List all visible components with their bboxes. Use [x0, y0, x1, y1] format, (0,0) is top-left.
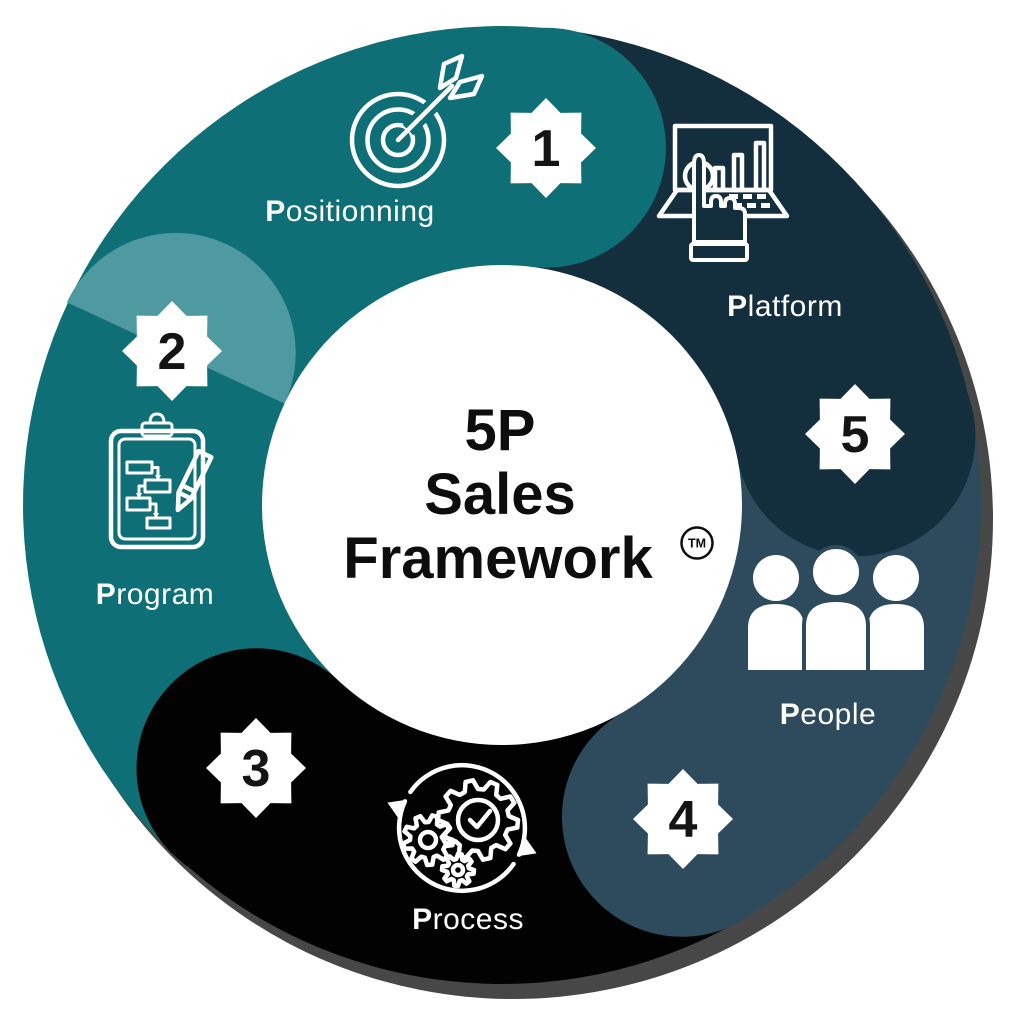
- gear-small: [439, 851, 477, 889]
- label-positionning: Positionning: [265, 195, 434, 228]
- badge-2: 2: [122, 301, 222, 401]
- keyboard-keys: [729, 194, 770, 208]
- pointing-hand: [689, 153, 749, 262]
- title-line-3: Framework: [343, 526, 653, 591]
- people-group-icon: [748, 545, 924, 674]
- trademark-symbol: TM: [680, 526, 714, 560]
- badge-4-number: 4: [669, 791, 698, 849]
- title-line-1: 5P: [465, 398, 536, 463]
- pencil: [175, 448, 214, 513]
- badge-2-number: 2: [158, 323, 187, 381]
- label-platform: Platform: [727, 290, 843, 323]
- badge-1-number: 1: [532, 120, 561, 178]
- badge-1: 1: [496, 98, 596, 198]
- center-circle: [262, 265, 742, 745]
- badge-3: 3: [206, 718, 306, 818]
- people-front-figure: [802, 545, 870, 674]
- laptop-analytics-icon: [656, 123, 790, 262]
- title-line-2: Sales: [424, 462, 576, 527]
- svg-text:TM: TM: [688, 537, 706, 551]
- badge-4: 4: [633, 769, 733, 869]
- gear-medium: [400, 813, 456, 868]
- label-process: Process: [412, 903, 524, 936]
- badge-5-number: 5: [841, 406, 870, 464]
- gears-cycle-icon: [387, 762, 537, 894]
- label-people: People: [780, 698, 876, 731]
- badge-5: 5: [805, 384, 905, 484]
- clipboard-plan-icon: [108, 412, 214, 550]
- target-dart-icon: [349, 53, 485, 189]
- center-title: 5P Sales Framework TM: [343, 398, 714, 591]
- cycle-arrowheads: [387, 799, 537, 857]
- flow-arrowheads: [136, 475, 161, 519]
- badge-3-number: 3: [242, 740, 271, 798]
- label-program: Program: [96, 578, 215, 611]
- step-badges: 1 2 3 4 5: [122, 98, 905, 869]
- segment-labels: Positionning Platform Program People Pro…: [96, 195, 876, 936]
